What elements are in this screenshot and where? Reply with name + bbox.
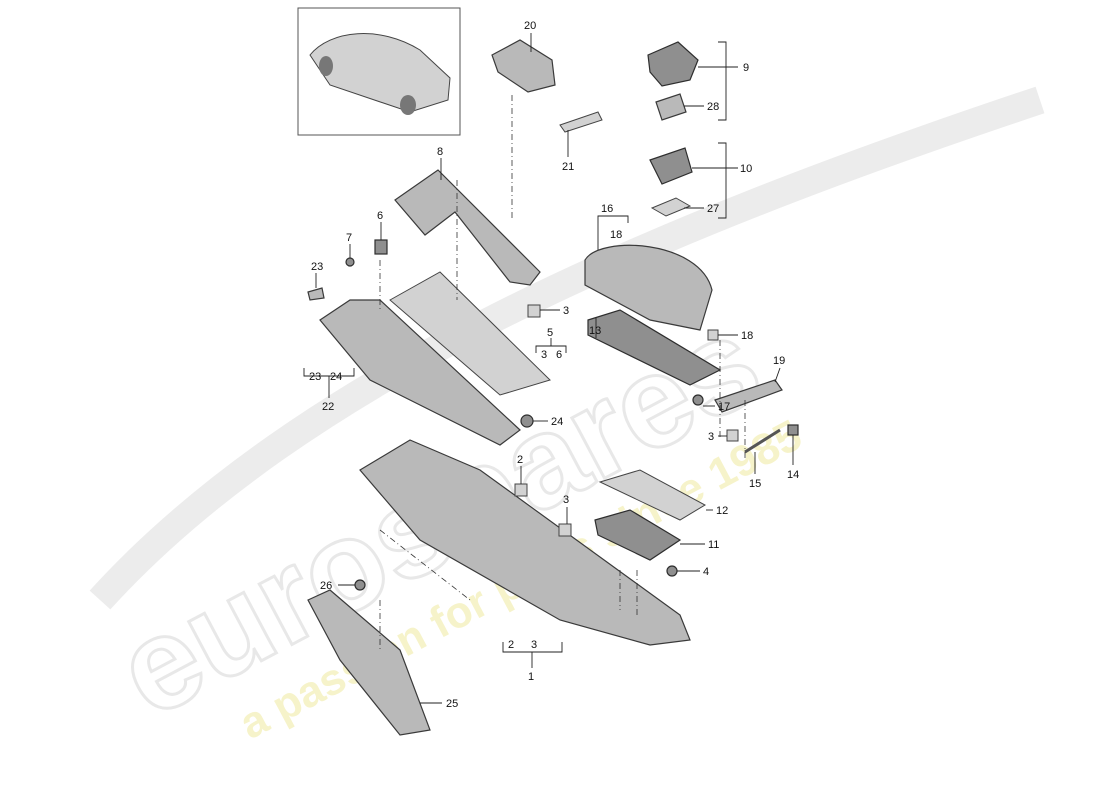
- part-14-shape: [787, 424, 799, 436]
- callout-3-bottom: 3: [531, 639, 537, 651]
- callout-3-right: 3: [708, 431, 714, 443]
- callout-24: 24: [551, 416, 563, 428]
- bracket-16: [597, 215, 629, 223]
- callout-1: 1: [528, 671, 534, 683]
- car-body: [309, 33, 451, 113]
- callout-16: 16: [601, 203, 613, 215]
- callout-12: 12: [716, 505, 728, 517]
- part-16-shape: [584, 244, 713, 331]
- callout-3-mid: 3: [541, 349, 547, 361]
- bracket-9: [718, 41, 727, 121]
- callout-3-upper: 3: [563, 305, 569, 317]
- part-4-screw-shape: [666, 565, 678, 577]
- callout-24-lower: 24: [330, 371, 342, 383]
- callout-18-upper: 18: [610, 229, 622, 241]
- callout-9: 9: [743, 62, 749, 74]
- part-8-shape: [394, 169, 541, 286]
- vehicle-thumbnail: [297, 7, 461, 136]
- part-24-clip-shape: [520, 414, 534, 428]
- leader-lines: [303, 33, 794, 704]
- callout-23-upper: 23: [311, 261, 323, 273]
- part-18-clip-shape: [707, 329, 719, 341]
- dash-line: [379, 529, 471, 601]
- part-17-screw-shape: [692, 394, 704, 406]
- callout-labels: 20 21 9 28 10 27 8 16 18 6 7 23 3 5 3 6 …: [309, 20, 799, 710]
- callout-8: 8: [437, 146, 443, 158]
- leader-19: [774, 367, 781, 383]
- support-frame-shape: [389, 271, 551, 396]
- part-27-shape: [650, 197, 692, 217]
- car-wheel-front: [319, 56, 333, 76]
- part-6-shape: [374, 239, 388, 255]
- callout-28: 28: [707, 101, 719, 113]
- bracket-10: [718, 142, 727, 219]
- callout-26: 26: [320, 580, 332, 592]
- part-2-shape: [514, 483, 528, 497]
- callout-3-lower: 3: [563, 494, 569, 506]
- part-12-shape: [598, 469, 707, 521]
- callout-10: 10: [740, 163, 752, 175]
- callout-2: 2: [517, 454, 523, 466]
- callout-25: 25: [446, 698, 458, 710]
- car-wheel-rear: [400, 95, 416, 115]
- callout-13: 13: [589, 325, 601, 337]
- callout-5: 5: [547, 327, 553, 339]
- callout-18-right: 18: [741, 330, 753, 342]
- part-26-screw-shape: [354, 579, 366, 591]
- callout-11: 11: [708, 539, 719, 551]
- callout-4: 4: [703, 566, 709, 578]
- callout-17: 17: [718, 401, 730, 413]
- callout-21: 21: [562, 161, 574, 173]
- part-15-shape: [744, 428, 781, 454]
- part-3-right-shape: [726, 429, 739, 442]
- callout-7: 7: [346, 232, 352, 244]
- callout-19: 19: [773, 355, 785, 367]
- part-13-shape: [587, 309, 722, 386]
- callout-23-lower: 23: [309, 371, 321, 383]
- part-22-shape: [319, 299, 521, 446]
- callout-20: 20: [524, 20, 536, 32]
- bracket-1: [502, 642, 563, 653]
- callout-2-bottom: 2: [508, 639, 514, 651]
- callout-27: 27: [707, 203, 719, 215]
- watermark-swoosh: [89, 86, 1045, 610]
- part-21-shape: [559, 111, 603, 133]
- part-1-shape: [359, 439, 691, 646]
- watermark: eurospares a passion for parts since 198…: [89, 86, 1045, 749]
- callout-14: 14: [787, 469, 799, 481]
- part-7-shape: [345, 257, 355, 267]
- part-20-shape: [491, 39, 556, 93]
- callout-6-mid: 6: [556, 349, 562, 361]
- part-9-shape: [647, 41, 699, 87]
- part-28-shape: [655, 93, 687, 121]
- part-10-shape: [649, 147, 693, 185]
- part-11-shape: [594, 509, 682, 561]
- part-25-shape: [307, 589, 431, 736]
- part-3-lower-shape: [558, 523, 572, 537]
- part-3-upper-shape: [527, 304, 541, 318]
- assembly-lines: [379, 95, 746, 650]
- callout-6-left: 6: [377, 210, 383, 222]
- callout-15: 15: [749, 478, 761, 490]
- part-23-shape: [307, 287, 325, 301]
- callout-22: 22: [322, 401, 334, 413]
